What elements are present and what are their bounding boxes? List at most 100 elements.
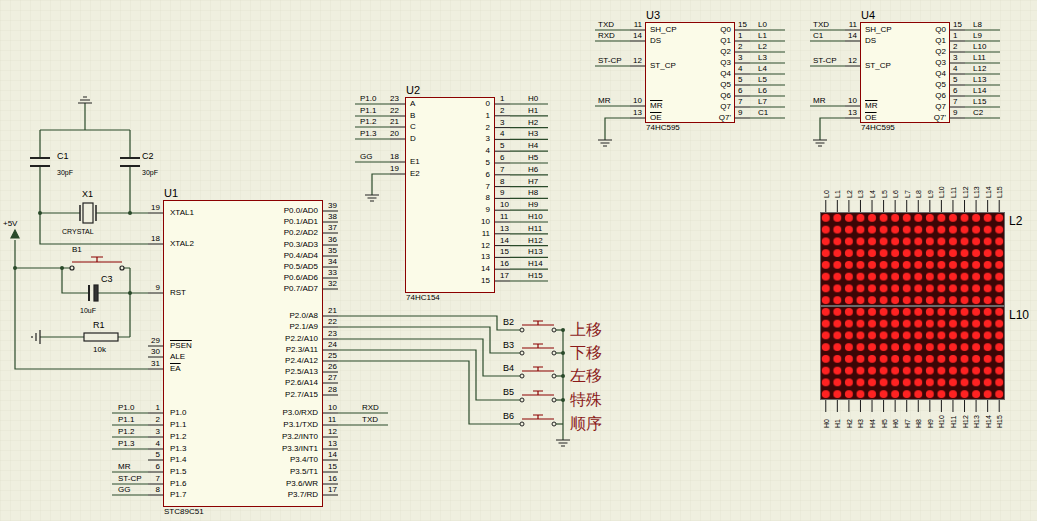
pin-stub [950,30,965,31]
pin-label: H2 [845,419,852,428]
pin-stub [323,222,338,223]
pin-stub [495,281,510,282]
button-caption: 顺序 [570,416,602,432]
net-label: MR [598,97,610,105]
pin-number: 15 [500,248,509,256]
net-wire [810,105,845,106]
net-wire [750,62,785,63]
pin-name: P0.1/AD1 [284,218,318,226]
net-wire [750,73,785,74]
pin-number: 31 [151,360,160,368]
net-wire [750,117,785,118]
switch-contact [120,266,124,270]
net-wire [510,269,548,270]
pin-label: H14 [984,415,991,428]
pin-stub [323,495,338,496]
pin-number: 29 [151,337,160,345]
net-label: P1.2 [360,118,376,126]
pin-stub [323,372,338,373]
pushbutton-symbol [522,391,554,395]
pin-stub [495,115,510,116]
switch-contact [552,351,556,355]
ground-symbol [32,330,40,344]
net-label: L5 [758,76,767,84]
pin-name: Q2 [935,48,946,56]
pin-number: 6 [500,154,504,162]
net-label: H15 [528,272,543,280]
pin-stub [495,186,510,187]
pin-label: H5 [880,419,887,428]
pin-name: E2 [410,170,420,178]
pin-number: 12 [848,57,857,65]
led-matrix: L10 [820,306,1005,400]
pin-name: 12 [481,242,490,250]
switch-contact [552,374,556,378]
net-label: C2 [973,109,983,117]
ground-symbol [556,440,570,446]
pin-stub [845,30,860,31]
pin-name: Q7 [935,103,946,111]
net-wire [965,29,1000,30]
switch-contact [520,328,524,332]
net-wire [595,29,630,30]
pin-name: Q7' [934,114,946,122]
net-wire [510,162,548,163]
pin-number: 2 [156,416,160,424]
net-label: ST-CP [118,475,142,483]
pin-number: 7 [953,98,957,106]
junction-dot [128,211,132,215]
pin-name: EA [170,365,181,373]
pin-stub [323,361,338,362]
pin-name: 3 [486,135,490,143]
pin-number: 9 [953,109,957,117]
pin-name: 9 [486,206,490,214]
pin-number: 16 [328,475,337,483]
net-wire [510,221,548,222]
pin-stub [390,174,405,175]
component-label: 30pF [57,169,73,176]
pin-name: P3.4/T0 [290,456,318,464]
pin-name: P1.4 [170,456,186,464]
component-label: 10k [93,346,106,354]
net-label: GG [118,486,130,494]
pin-label: L1 [834,190,841,198]
pin-name: 1 [486,112,490,120]
part-reference: L10 [1009,309,1029,321]
net-label: L13 [973,76,986,84]
pin-stub [390,139,405,140]
pin-stub [918,400,919,412]
pin-number: 30 [151,348,160,356]
pin-name: XTAL1 [170,209,194,217]
power-arrow [11,230,19,238]
button-caption: 下移 [570,345,602,361]
net-label: P1.0 [360,95,376,103]
wire [820,118,845,140]
pin-label: L2 [845,190,852,198]
net-wire [112,494,148,495]
switch-contact [520,422,524,426]
net-label: H2 [528,119,538,127]
part-reference: B2 [503,318,514,327]
net-wire [355,103,390,104]
pin-name: DS [865,37,876,45]
pin-stub [495,163,510,164]
pin-number: 26 [328,363,337,371]
net-label: ST-CP [813,57,837,65]
net-wire [355,115,390,116]
net-wire [510,245,548,246]
pin-label: H12 [961,415,968,428]
part-reference: B3 [503,341,514,350]
pin-number: 13 [848,109,857,117]
pin-number: 7 [738,98,742,106]
pin-label: H9 [926,419,933,428]
pin-name: P3.2/INT0 [282,433,318,441]
pin-name: P2.3/A11 [286,346,318,354]
pin-stub [630,30,645,31]
pin-name: Q3 [935,59,946,67]
pin-name: 15 [481,277,490,285]
pin-name: 5 [486,159,490,167]
pin-name: P2.7/A15 [285,391,318,399]
pin-name: Q0 [720,26,731,34]
net-label: RXD [362,404,379,412]
pin-label: L12 [961,186,968,198]
